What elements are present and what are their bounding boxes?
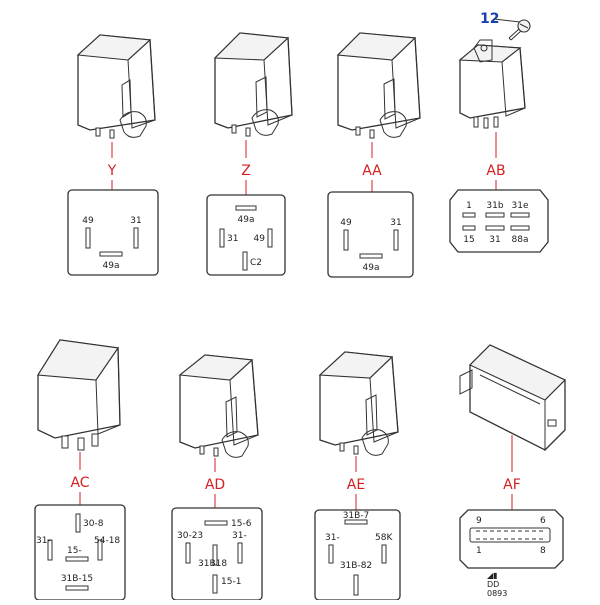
callout-number: 12 bbox=[480, 11, 499, 27]
relay-y-pin-31: 31 bbox=[130, 216, 141, 226]
relay-ae-pin-31: 31- bbox=[325, 533, 340, 543]
relay-ab-pin-31b: 31b bbox=[486, 201, 503, 211]
relay-ac-pin-15: 15- bbox=[67, 546, 82, 556]
relay-ac-pin-54-18: 54-18 bbox=[94, 536, 120, 546]
relay-ad-pin-30-23: 30-23 bbox=[177, 531, 203, 541]
relay-ab: 12 AB 1 bbox=[449, 11, 549, 253]
relay-ab-pin-15: 15 bbox=[463, 235, 474, 245]
module-af-pin-8: 8 bbox=[540, 546, 546, 556]
relay-y-body bbox=[76, 34, 156, 139]
relay-y-label: Y bbox=[107, 163, 117, 179]
drawing-code-line2: 0893 bbox=[487, 589, 507, 598]
relay-z-pinout: 49a 31 49 C2 bbox=[206, 194, 286, 276]
relay-ae-pin-31b-82: 31B-82 bbox=[340, 561, 372, 571]
drawing-code: ◢▮ DD 0893 bbox=[487, 571, 507, 598]
relay-aa-pin-49: 49 bbox=[340, 218, 352, 228]
relay-ad-pin-15-6-label: 15-6 bbox=[231, 519, 252, 529]
relay-ae-pin-31b-7: 31B-7 bbox=[343, 511, 370, 521]
relay-y-pinout: 49 31 49a bbox=[67, 189, 159, 276]
relay-ac-pinout: 30-8 31- 54-18 15- 31B-15 bbox=[34, 504, 126, 601]
relay-aa-label: AA bbox=[362, 163, 382, 179]
relay-ac-label: AC bbox=[70, 475, 89, 491]
relay-ab-body bbox=[458, 39, 526, 129]
relay-aa-body bbox=[336, 32, 421, 139]
relay-ad-pin-31b18: 31B18 bbox=[198, 559, 227, 569]
relay-ad: AD 31B-7 15-6 30-23 31- 31B18 15-1 bbox=[171, 354, 263, 601]
relay-z: Z 49a 31 49 C2 bbox=[206, 32, 293, 276]
relay-ae-body bbox=[318, 351, 399, 456]
relay-ad-label: AD bbox=[205, 477, 225, 493]
drawing-code-line1: DD bbox=[487, 580, 499, 589]
relay-ac-pin-31: 31- bbox=[36, 536, 51, 546]
module-af-pin-1: 1 bbox=[476, 546, 482, 556]
relay-aa-pin-49a: 49a bbox=[363, 263, 380, 273]
relay-z-label: Z bbox=[241, 163, 251, 179]
relay-ac-pin-30-8: 30-8 bbox=[83, 519, 104, 529]
relay-ab-pin-31e: 31e bbox=[512, 201, 529, 211]
flag-icon: ◢▮ bbox=[487, 571, 498, 580]
relay-aa-pinout: 49 31 49a bbox=[327, 191, 414, 278]
relay-y-pin-49a: 49a bbox=[103, 261, 120, 271]
module-af-pin-6: 6 bbox=[540, 516, 546, 526]
relay-z-pin-c2: C2 bbox=[250, 258, 262, 268]
relay-ae-pin-58k: 58K bbox=[375, 533, 393, 543]
relay-ac-pin-31b-15: 31B-15 bbox=[61, 574, 93, 584]
relay-ad-pin-15-1: 15-1 bbox=[221, 577, 241, 587]
relay-ac: AC 30-8 31- 54-18 15- 31B-15 bbox=[34, 339, 126, 601]
relay-aa: AA 49 31 49a bbox=[327, 32, 421, 278]
relay-y-pin-49: 49 bbox=[82, 216, 94, 226]
relay-ab-label: AB bbox=[486, 163, 505, 179]
module-af-body bbox=[459, 344, 566, 452]
relay-z-pin-49a: 49a bbox=[238, 215, 255, 225]
relay-ad-pinout: 31B-7 15-6 30-23 31- 31B18 15-1 bbox=[171, 507, 263, 601]
screw-icon bbox=[508, 19, 531, 41]
relay-ad-pin-31: 31- bbox=[232, 531, 247, 541]
relay-ab-pin-88a: 88a bbox=[512, 235, 529, 245]
relay-ac-body bbox=[37, 339, 121, 451]
relay-z-pin-31: 31 bbox=[227, 234, 238, 244]
relay-aa-pin-31: 31 bbox=[390, 218, 401, 228]
relay-z-pin-49: 49 bbox=[254, 234, 266, 244]
relay-z-body bbox=[213, 32, 293, 137]
module-af-pin-9: 9 bbox=[476, 516, 482, 526]
relay-ab-pin-31: 31 bbox=[489, 235, 500, 245]
relay-ab-pinout: 1 31b 31e 15 31 88a bbox=[449, 189, 549, 253]
module-af-label: AF bbox=[503, 477, 521, 493]
relay-ae: AE 31B-7 31- 58K 31B-82 bbox=[314, 351, 401, 601]
relay-ab-pin-1: 1 bbox=[466, 201, 472, 211]
module-af-connector: 9 6 1 8 bbox=[459, 509, 564, 569]
relay-y: Y 49 31 49a bbox=[67, 34, 159, 276]
relay-ae-label: AE bbox=[347, 477, 365, 493]
relay-ad-body bbox=[178, 354, 259, 458]
relay-ae-pinout: 31B-7 31- 58K 31B-82 bbox=[314, 509, 401, 601]
module-af: AF 9 6 1 8 bbox=[459, 344, 566, 569]
